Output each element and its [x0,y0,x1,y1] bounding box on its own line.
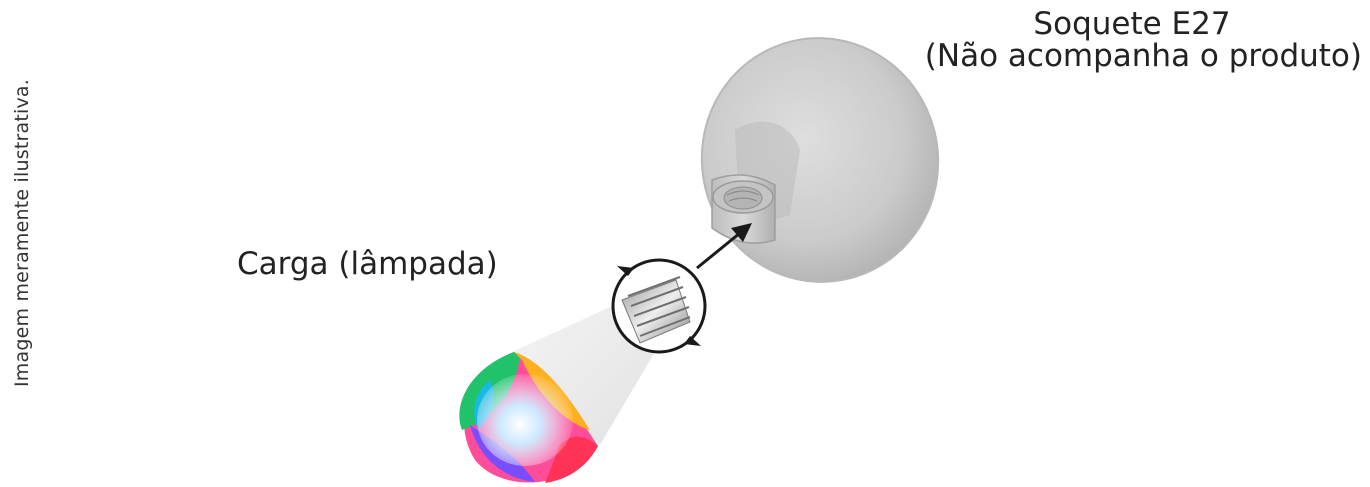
socket-subtitle: (Não acompanha o produto) [924,38,1362,74]
socket-label: Soquete E27 (Não acompanha o produto) [842,8,1362,72]
e27-socket-illustration [700,37,940,283]
rotate-arrows-icon [611,258,707,354]
insert-arrow-icon [696,223,752,270]
bulb-thread-base [621,276,691,344]
socket-title: Soquete E27 [1033,6,1231,42]
load-label: Carga (lâmpada) [237,246,498,282]
